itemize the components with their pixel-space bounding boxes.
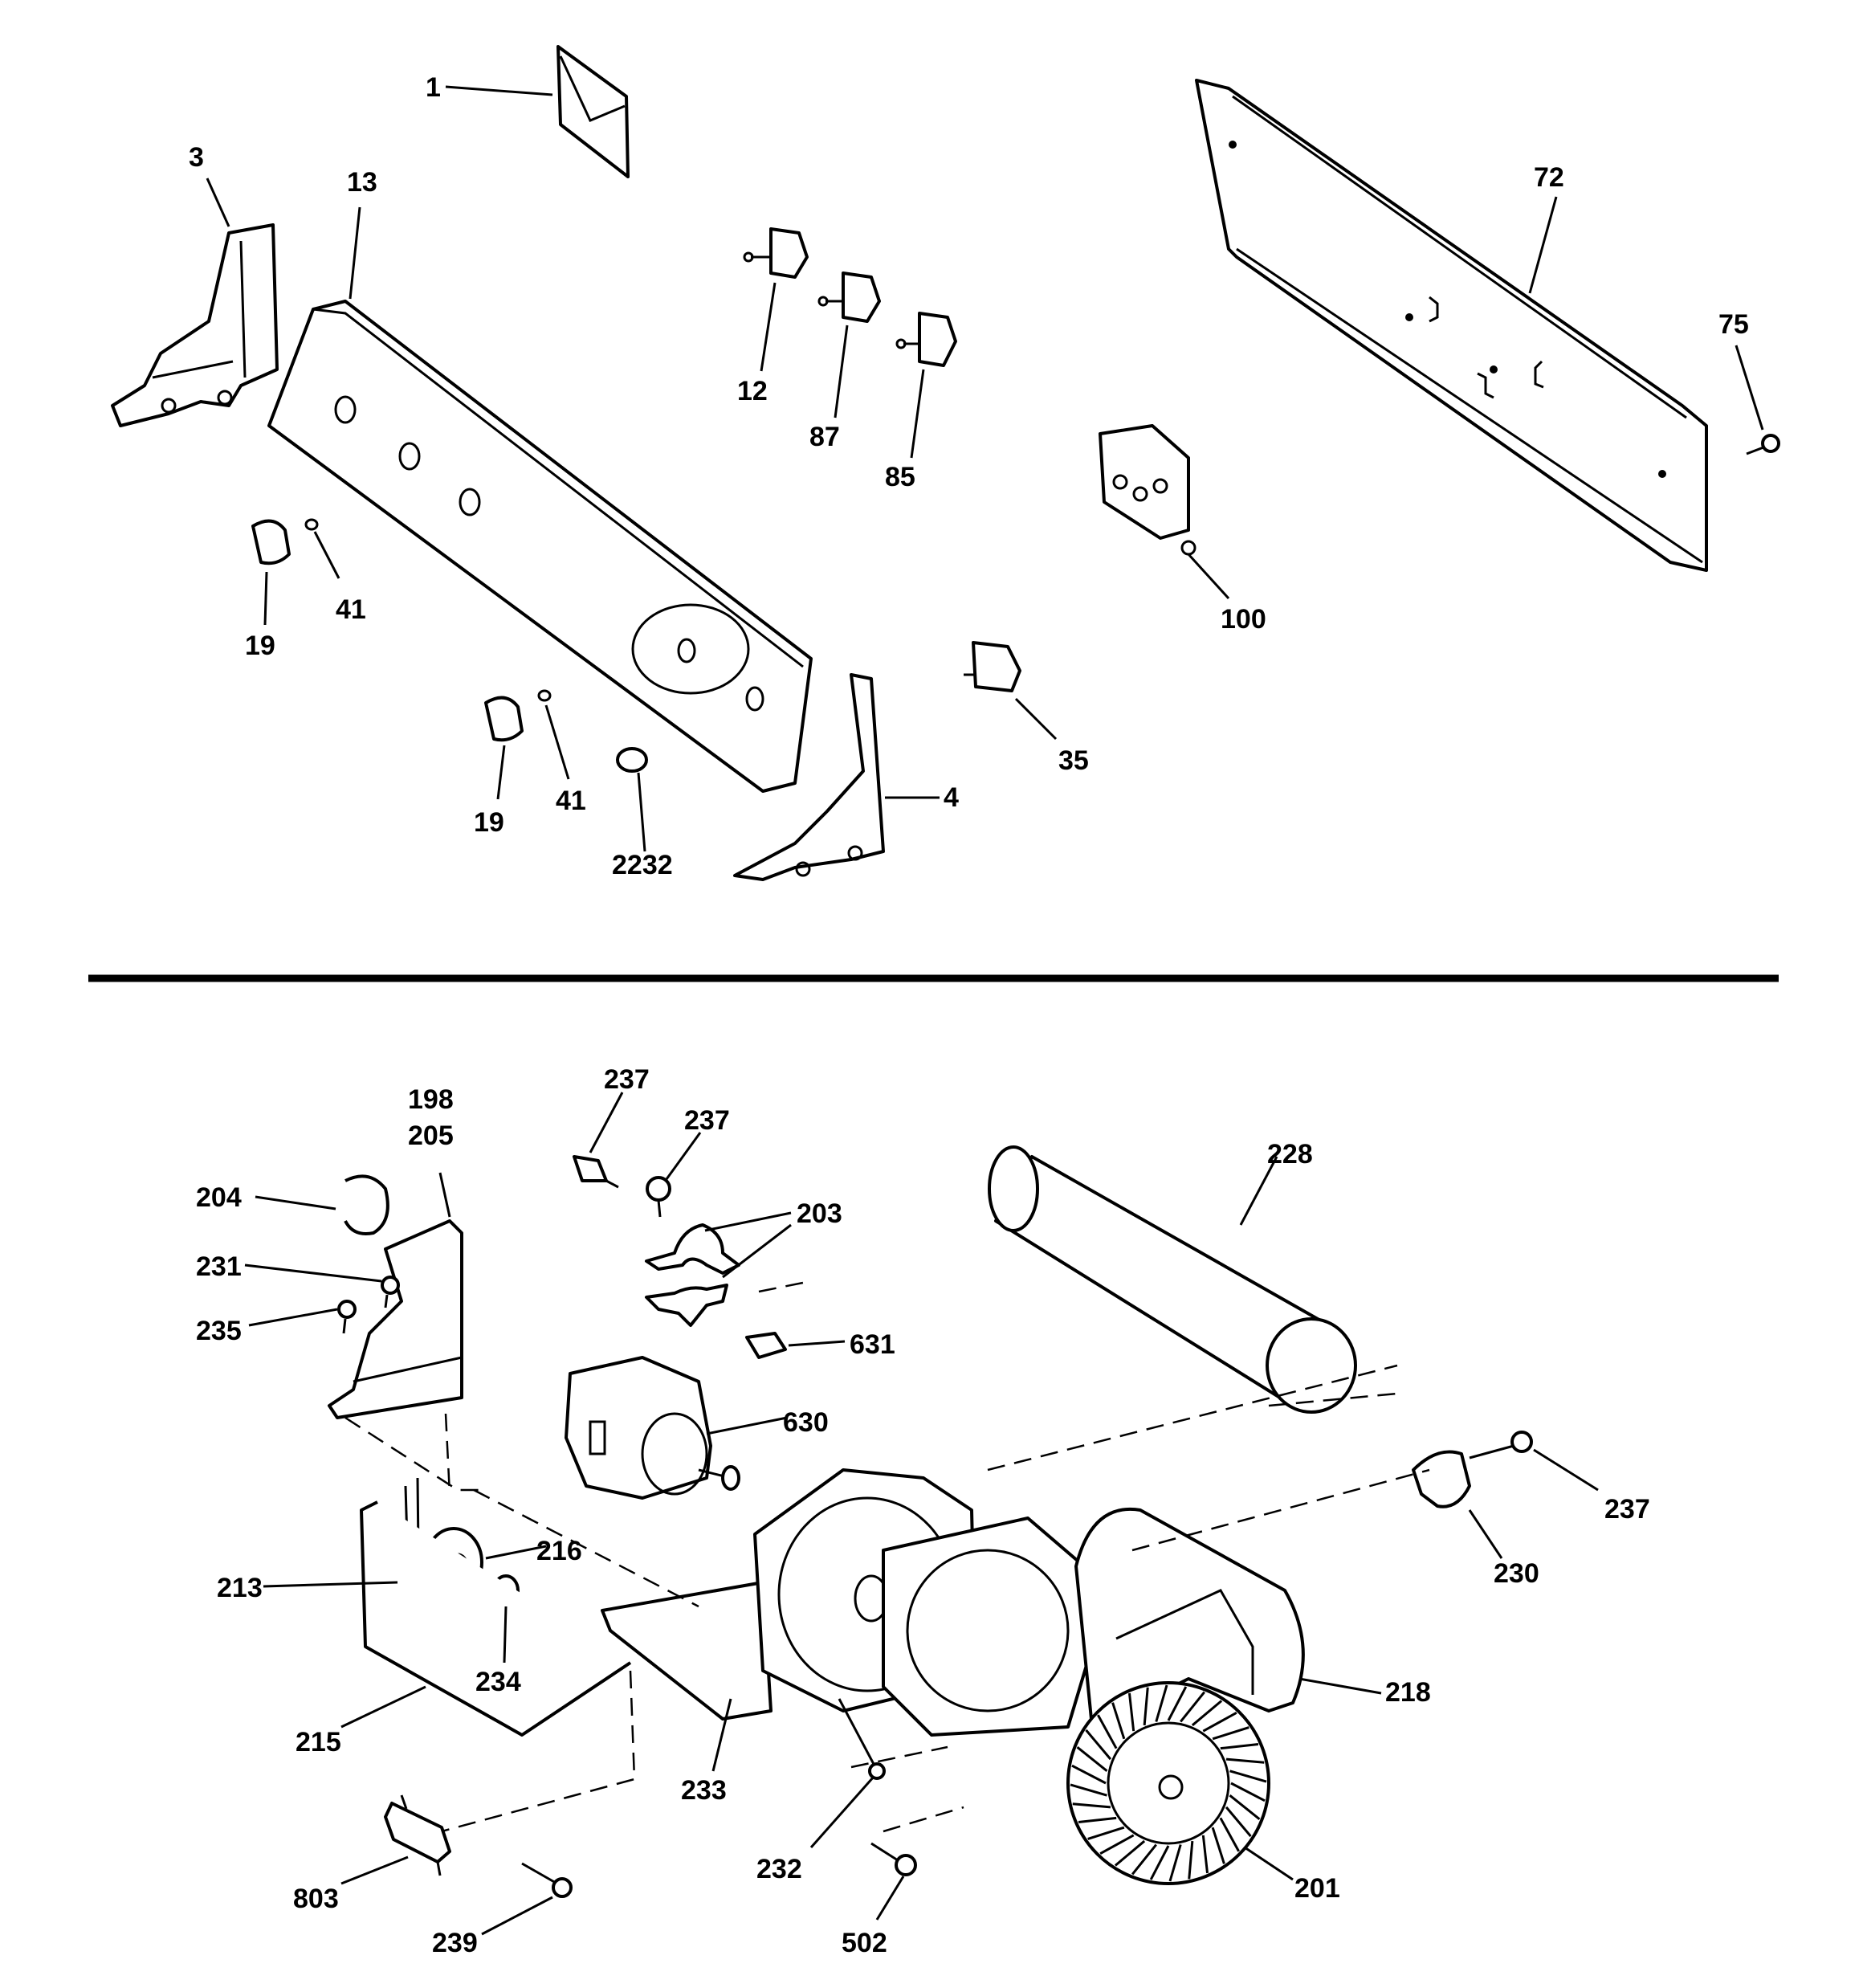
part-631-connector bbox=[745, 1332, 787, 1359]
part-237-screw-c bbox=[1510, 1431, 1533, 1453]
label-239: 239 bbox=[432, 1928, 478, 1958]
part-218-blower-housing bbox=[753, 1468, 1305, 1737]
label-230: 230 bbox=[1494, 1558, 1539, 1589]
part-235-screw bbox=[337, 1300, 357, 1334]
label-237-c: 237 bbox=[1604, 1494, 1650, 1525]
part-1-envelope bbox=[556, 45, 630, 178]
label-218: 218 bbox=[1385, 1677, 1431, 1708]
part-215-idler-arm bbox=[360, 1500, 632, 1737]
part-35-door-switch bbox=[964, 641, 1021, 692]
part-100-timer bbox=[1099, 424, 1196, 556]
part-803-switch bbox=[384, 1794, 451, 1876]
part-231-screw bbox=[381, 1276, 400, 1308]
label-85: 85 bbox=[885, 462, 915, 492]
label-237-b: 237 bbox=[684, 1105, 730, 1136]
label-4: 4 bbox=[944, 782, 959, 813]
part-3-left-endcap bbox=[111, 223, 279, 427]
part-232-bolt bbox=[838, 1698, 886, 1780]
label-215: 215 bbox=[296, 1727, 341, 1757]
label-72: 72 bbox=[1534, 162, 1564, 193]
part-2232-button bbox=[616, 747, 648, 773]
part-203-strap-upper bbox=[645, 1223, 740, 1275]
label-234: 234 bbox=[475, 1667, 521, 1697]
label-630: 630 bbox=[783, 1407, 829, 1438]
label-12: 12 bbox=[737, 376, 768, 406]
part-4-right-endcap bbox=[733, 673, 885, 881]
label-213: 213 bbox=[217, 1573, 263, 1603]
part-237-screw-b bbox=[646, 1176, 671, 1218]
label-75: 75 bbox=[1718, 309, 1749, 340]
label-19-upper: 19 bbox=[245, 631, 275, 661]
label-1: 1 bbox=[426, 72, 441, 103]
label-502: 502 bbox=[842, 1928, 887, 1958]
part-204-clamp bbox=[344, 1174, 389, 1235]
part-237-screw-a bbox=[573, 1155, 619, 1189]
part-87-switch bbox=[817, 271, 881, 323]
part-12-switch bbox=[743, 227, 809, 279]
part-labels: 1 3 13 72 12 87 85 75 100 19 41 19 41 22… bbox=[189, 72, 1749, 1958]
label-216: 216 bbox=[536, 1536, 582, 1566]
part-85-switch bbox=[895, 312, 957, 367]
label-205: 205 bbox=[408, 1121, 454, 1151]
label-41-upper: 41 bbox=[336, 594, 366, 625]
label-201: 201 bbox=[1294, 1873, 1340, 1904]
part-41-clip-lower bbox=[537, 689, 552, 702]
part-205-bracket bbox=[328, 1219, 463, 1419]
label-233: 233 bbox=[681, 1775, 727, 1806]
label-203: 203 bbox=[797, 1198, 842, 1229]
label-100: 100 bbox=[1221, 604, 1266, 635]
part-201-blower-wheel bbox=[1066, 1681, 1270, 1885]
label-235: 235 bbox=[196, 1316, 242, 1346]
part-19-knob-upper bbox=[251, 519, 291, 565]
label-87: 87 bbox=[809, 422, 840, 452]
label-232: 232 bbox=[756, 1854, 802, 1884]
part-230-thermostat bbox=[1412, 1444, 1514, 1508]
part-75-screw bbox=[1746, 434, 1780, 455]
label-228: 228 bbox=[1267, 1139, 1313, 1170]
part-502-screw bbox=[870, 1842, 917, 1876]
part-41-clip-upper bbox=[304, 518, 319, 531]
label-237-a: 237 bbox=[604, 1064, 650, 1095]
label-198: 198 bbox=[408, 1084, 454, 1115]
label-631: 631 bbox=[850, 1329, 895, 1360]
part-19-knob-lower bbox=[484, 696, 524, 742]
label-231: 231 bbox=[196, 1251, 242, 1282]
part-203-strap-lower bbox=[645, 1284, 728, 1327]
part-72-back-panel bbox=[1195, 79, 1708, 572]
label-204: 204 bbox=[196, 1182, 242, 1213]
part-13-control-panel bbox=[267, 300, 813, 793]
label-13: 13 bbox=[347, 167, 377, 198]
part-239-screw bbox=[521, 1862, 573, 1898]
assembly-lines bbox=[344, 1280, 1430, 1833]
label-3: 3 bbox=[189, 142, 204, 173]
label-41-lower: 41 bbox=[556, 786, 586, 816]
label-35: 35 bbox=[1058, 745, 1089, 776]
leader-lines bbox=[206, 85, 1764, 1936]
part-630-motor bbox=[565, 1356, 740, 1500]
part-233-base-arm bbox=[601, 1581, 773, 1721]
label-803: 803 bbox=[293, 1884, 339, 1914]
part-228-duct bbox=[988, 1145, 1357, 1414]
label-19-lower: 19 bbox=[474, 807, 504, 838]
label-2232: 2232 bbox=[612, 850, 673, 880]
